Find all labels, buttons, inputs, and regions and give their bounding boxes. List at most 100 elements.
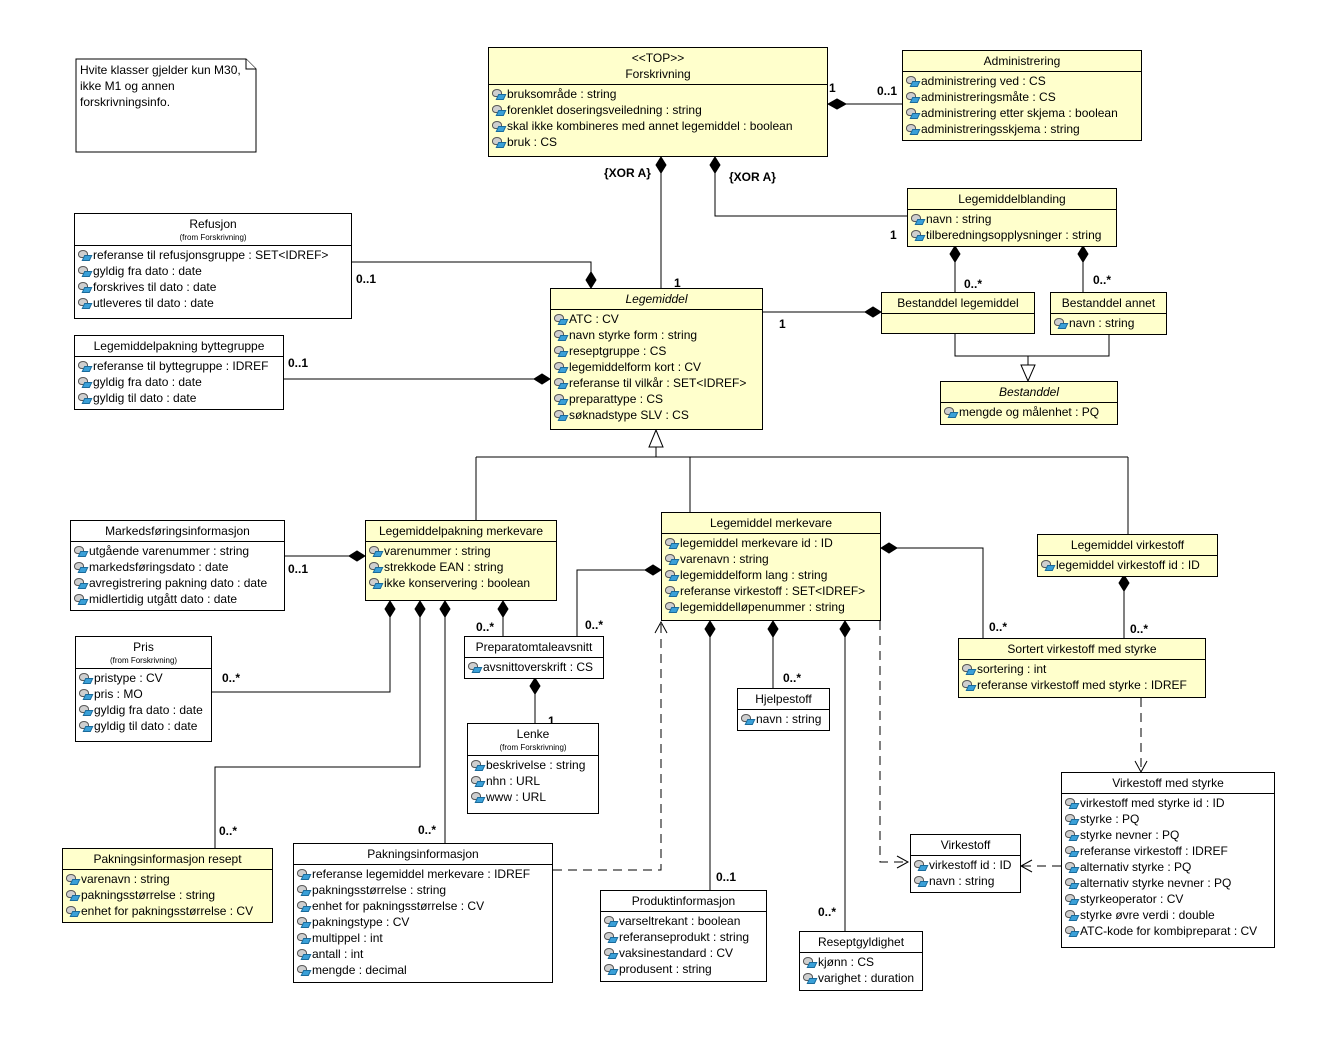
class-attribute[interactable]: markedsføringsdato : date	[73, 559, 282, 575]
class-attribute[interactable]: legemiddel virkestoff id : ID	[1040, 557, 1215, 573]
class-attribute[interactable]: administrering ved : CS	[905, 73, 1139, 89]
class-attribute[interactable]: antall : int	[296, 946, 550, 962]
class-attribute[interactable]: referanse til vilkår : SET<IDREF>	[553, 375, 760, 391]
class-attribute[interactable]: administreringsmåte : CS	[905, 89, 1139, 105]
class-attribute[interactable]: legemiddelløpenummer : string	[664, 599, 878, 615]
class-attribute[interactable]: sortering : int	[961, 661, 1203, 677]
class-attribute[interactable]: multippel : int	[296, 930, 550, 946]
class-attribute[interactable]: nhn : URL	[470, 773, 596, 789]
class-attribute[interactable]: navn styrke form : string	[553, 327, 760, 343]
class-attribute[interactable]: søknadstype SLV : CS	[553, 407, 760, 423]
class-attribute[interactable]: navn : string	[1053, 315, 1164, 331]
class-attribute[interactable]: legemiddelform lang : string	[664, 567, 878, 583]
class-attribute[interactable]: gyldig til dato : date	[77, 390, 281, 406]
class-attribute[interactable]: avregistrering pakning dato : date	[73, 575, 282, 591]
class-attribute[interactable]: gyldig til dato : date	[78, 718, 209, 734]
class-attribute[interactable]: utgående varenummer : string	[73, 543, 282, 559]
class-attribute[interactable]: styrkeoperator : CV	[1064, 891, 1272, 907]
class-attribute[interactable]: alternativ styrke nevner : PQ	[1064, 875, 1272, 891]
class-box-bestanddel-legemiddel[interactable]: Bestanddel legemiddel	[881, 292, 1035, 334]
class-attribute[interactable]: administreringsskjema : string	[905, 121, 1139, 137]
class-attribute[interactable]: skal ikke kombineres med annet legemidde…	[491, 118, 825, 134]
class-box-refusjon[interactable]: Refusjon(from Forskrivning)referanse til…	[74, 213, 352, 319]
class-attribute[interactable]: produsent : string	[603, 961, 764, 977]
class-attribute[interactable]: styrke nevner : PQ	[1064, 827, 1272, 843]
class-attribute[interactable]: referanse virkestoff : SET<IDREF>	[664, 583, 878, 599]
class-attribute[interactable]: pristype : CV	[78, 670, 209, 686]
class-attribute[interactable]: pris : MO	[78, 686, 209, 702]
class-attribute[interactable]: mengde : decimal	[296, 962, 550, 978]
class-attribute[interactable]: forenklet doseringsveiledning : string	[491, 102, 825, 118]
class-attribute[interactable]: styrke : PQ	[1064, 811, 1272, 827]
class-attribute[interactable]: legemiddelform kort : CV	[553, 359, 760, 375]
class-attribute[interactable]: utleveres til dato : date	[77, 295, 349, 311]
class-attribute[interactable]: pakningsstørrelse : string	[65, 887, 270, 903]
class-attribute[interactable]: styrke øvre verdi : double	[1064, 907, 1272, 923]
class-attribute[interactable]: varighet : duration	[802, 970, 920, 986]
class-attribute[interactable]: referanse virkestoff med styrke : IDREF	[961, 677, 1203, 693]
class-attribute[interactable]: varenavn : string	[65, 871, 270, 887]
class-attribute[interactable]: ATC : CV	[553, 311, 760, 327]
class-attribute[interactable]: pakningstype : CV	[296, 914, 550, 930]
class-attribute[interactable]: referanseprodukt : string	[603, 929, 764, 945]
class-attribute[interactable]: ATC-kode for kombipreparat : CV	[1064, 923, 1272, 939]
class-attribute[interactable]: referanse legemiddel merkevare : IDREF	[296, 866, 550, 882]
class-attribute[interactable]: bruk : CS	[491, 134, 825, 150]
class-attribute[interactable]: mengde og målenhet : PQ	[943, 404, 1115, 420]
class-attribute[interactable]: navn : string	[913, 873, 1018, 889]
class-attribute[interactable]: bruksområde : string	[491, 86, 825, 102]
class-attribute[interactable]: kjønn : CS	[802, 954, 920, 970]
class-attribute[interactable]: administrering etter skjema : boolean	[905, 105, 1139, 121]
class-attribute[interactable]: alternativ styrke : PQ	[1064, 859, 1272, 875]
class-attribute[interactable]: tilberedningsopplysninger : string	[910, 227, 1114, 243]
class-attribute[interactable]: midlertidig utgått dato : date	[73, 591, 282, 607]
class-attribute[interactable]: beskrivelse : string	[470, 757, 596, 773]
class-attribute[interactable]: referanse til byttegruppe : IDREF	[77, 358, 281, 374]
class-attribute[interactable]: www : URL	[470, 789, 596, 805]
class-attribute[interactable]: navn : string	[910, 211, 1114, 227]
class-attribute[interactable]: virkestoff med styrke id : ID	[1064, 795, 1272, 811]
class-attribute[interactable]: ikke konservering : boolean	[368, 575, 554, 591]
class-attribute[interactable]: forskrives til dato : date	[77, 279, 349, 295]
class-attribute[interactable]: vaksinestandard : CV	[603, 945, 764, 961]
class-attribute[interactable]: pakningsstørrelse : string	[296, 882, 550, 898]
class-attribute[interactable]: referanse virkestoff : IDREF	[1064, 843, 1272, 859]
class-attribute[interactable]: virkestoff id : ID	[913, 857, 1018, 873]
class-attribute[interactable]: enhet for pakningsstørrelse : CV	[296, 898, 550, 914]
class-attribute[interactable]: gyldig fra dato : date	[78, 702, 209, 718]
class-attribute[interactable]: preparattype : CS	[553, 391, 760, 407]
class-attribute[interactable]: gyldig fra dato : date	[77, 374, 281, 390]
class-attribute[interactable]: enhet for pakningsstørrelse : CV	[65, 903, 270, 919]
class-box-lenke[interactable]: Lenke(from Forskrivning)beskrivelse : st…	[467, 723, 599, 814]
class-attribute[interactable]: legemiddel merkevare id : ID	[664, 535, 878, 551]
class-attribute[interactable]: varenummer : string	[368, 543, 554, 559]
class-attribute[interactable]: navn : string	[740, 711, 827, 727]
class-attribute[interactable]: varseltrekant : boolean	[603, 913, 764, 929]
class-attribute[interactable]: varenavn : string	[664, 551, 878, 567]
class-attribute[interactable]: strekkode EAN : string	[368, 559, 554, 575]
class-attribute[interactable]: reseptgruppe : CS	[553, 343, 760, 359]
class-attribute[interactable]: gyldig fra dato : date	[77, 263, 349, 279]
class-attribute[interactable]: referanse til refusjonsgruppe : SET<IDRE…	[77, 247, 349, 263]
